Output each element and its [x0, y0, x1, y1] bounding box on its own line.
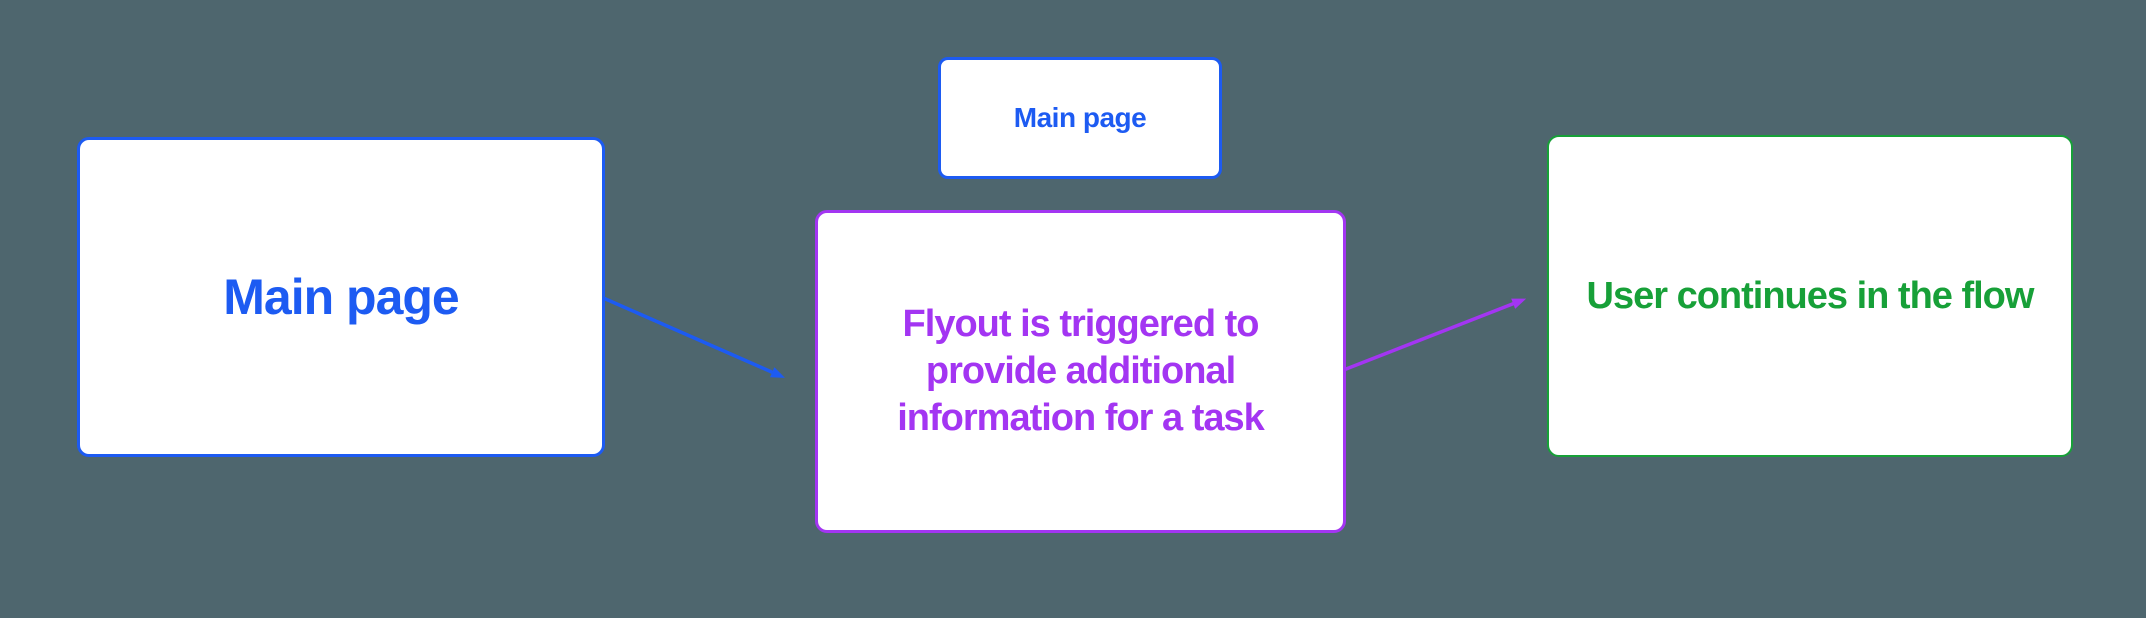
node-main-page: Main page: [77, 137, 605, 457]
arrow-main-to-flyout-line: [600, 295, 785, 378]
node-user-continues: User continues in the flow: [1547, 135, 2073, 457]
node-flyout-label-line-1: Flyout is triggered to: [902, 303, 1260, 345]
node-flyout-label-line-3: information for a task: [897, 397, 1264, 439]
node-user-continues-label: User continues in the flow: [1586, 274, 2035, 317]
arrow-main-to-flyout: [600, 295, 785, 378]
node-main-page-small-label: Main page: [1013, 102, 1147, 133]
node-flyout: Flyout is triggered to provide additiona…: [815, 210, 1346, 533]
arrow-flyout-to-continue-line: [1340, 298, 1527, 373]
node-main-page-label: Main page: [223, 269, 459, 325]
node-flyout-label: Flyout is triggered to provide additiona…: [897, 301, 1264, 442]
arrow-flyout-to-continue: [1340, 298, 1527, 373]
node-flyout-label-line-2: provide additional: [925, 350, 1236, 392]
node-main-page-small: Main page: [938, 57, 1222, 179]
